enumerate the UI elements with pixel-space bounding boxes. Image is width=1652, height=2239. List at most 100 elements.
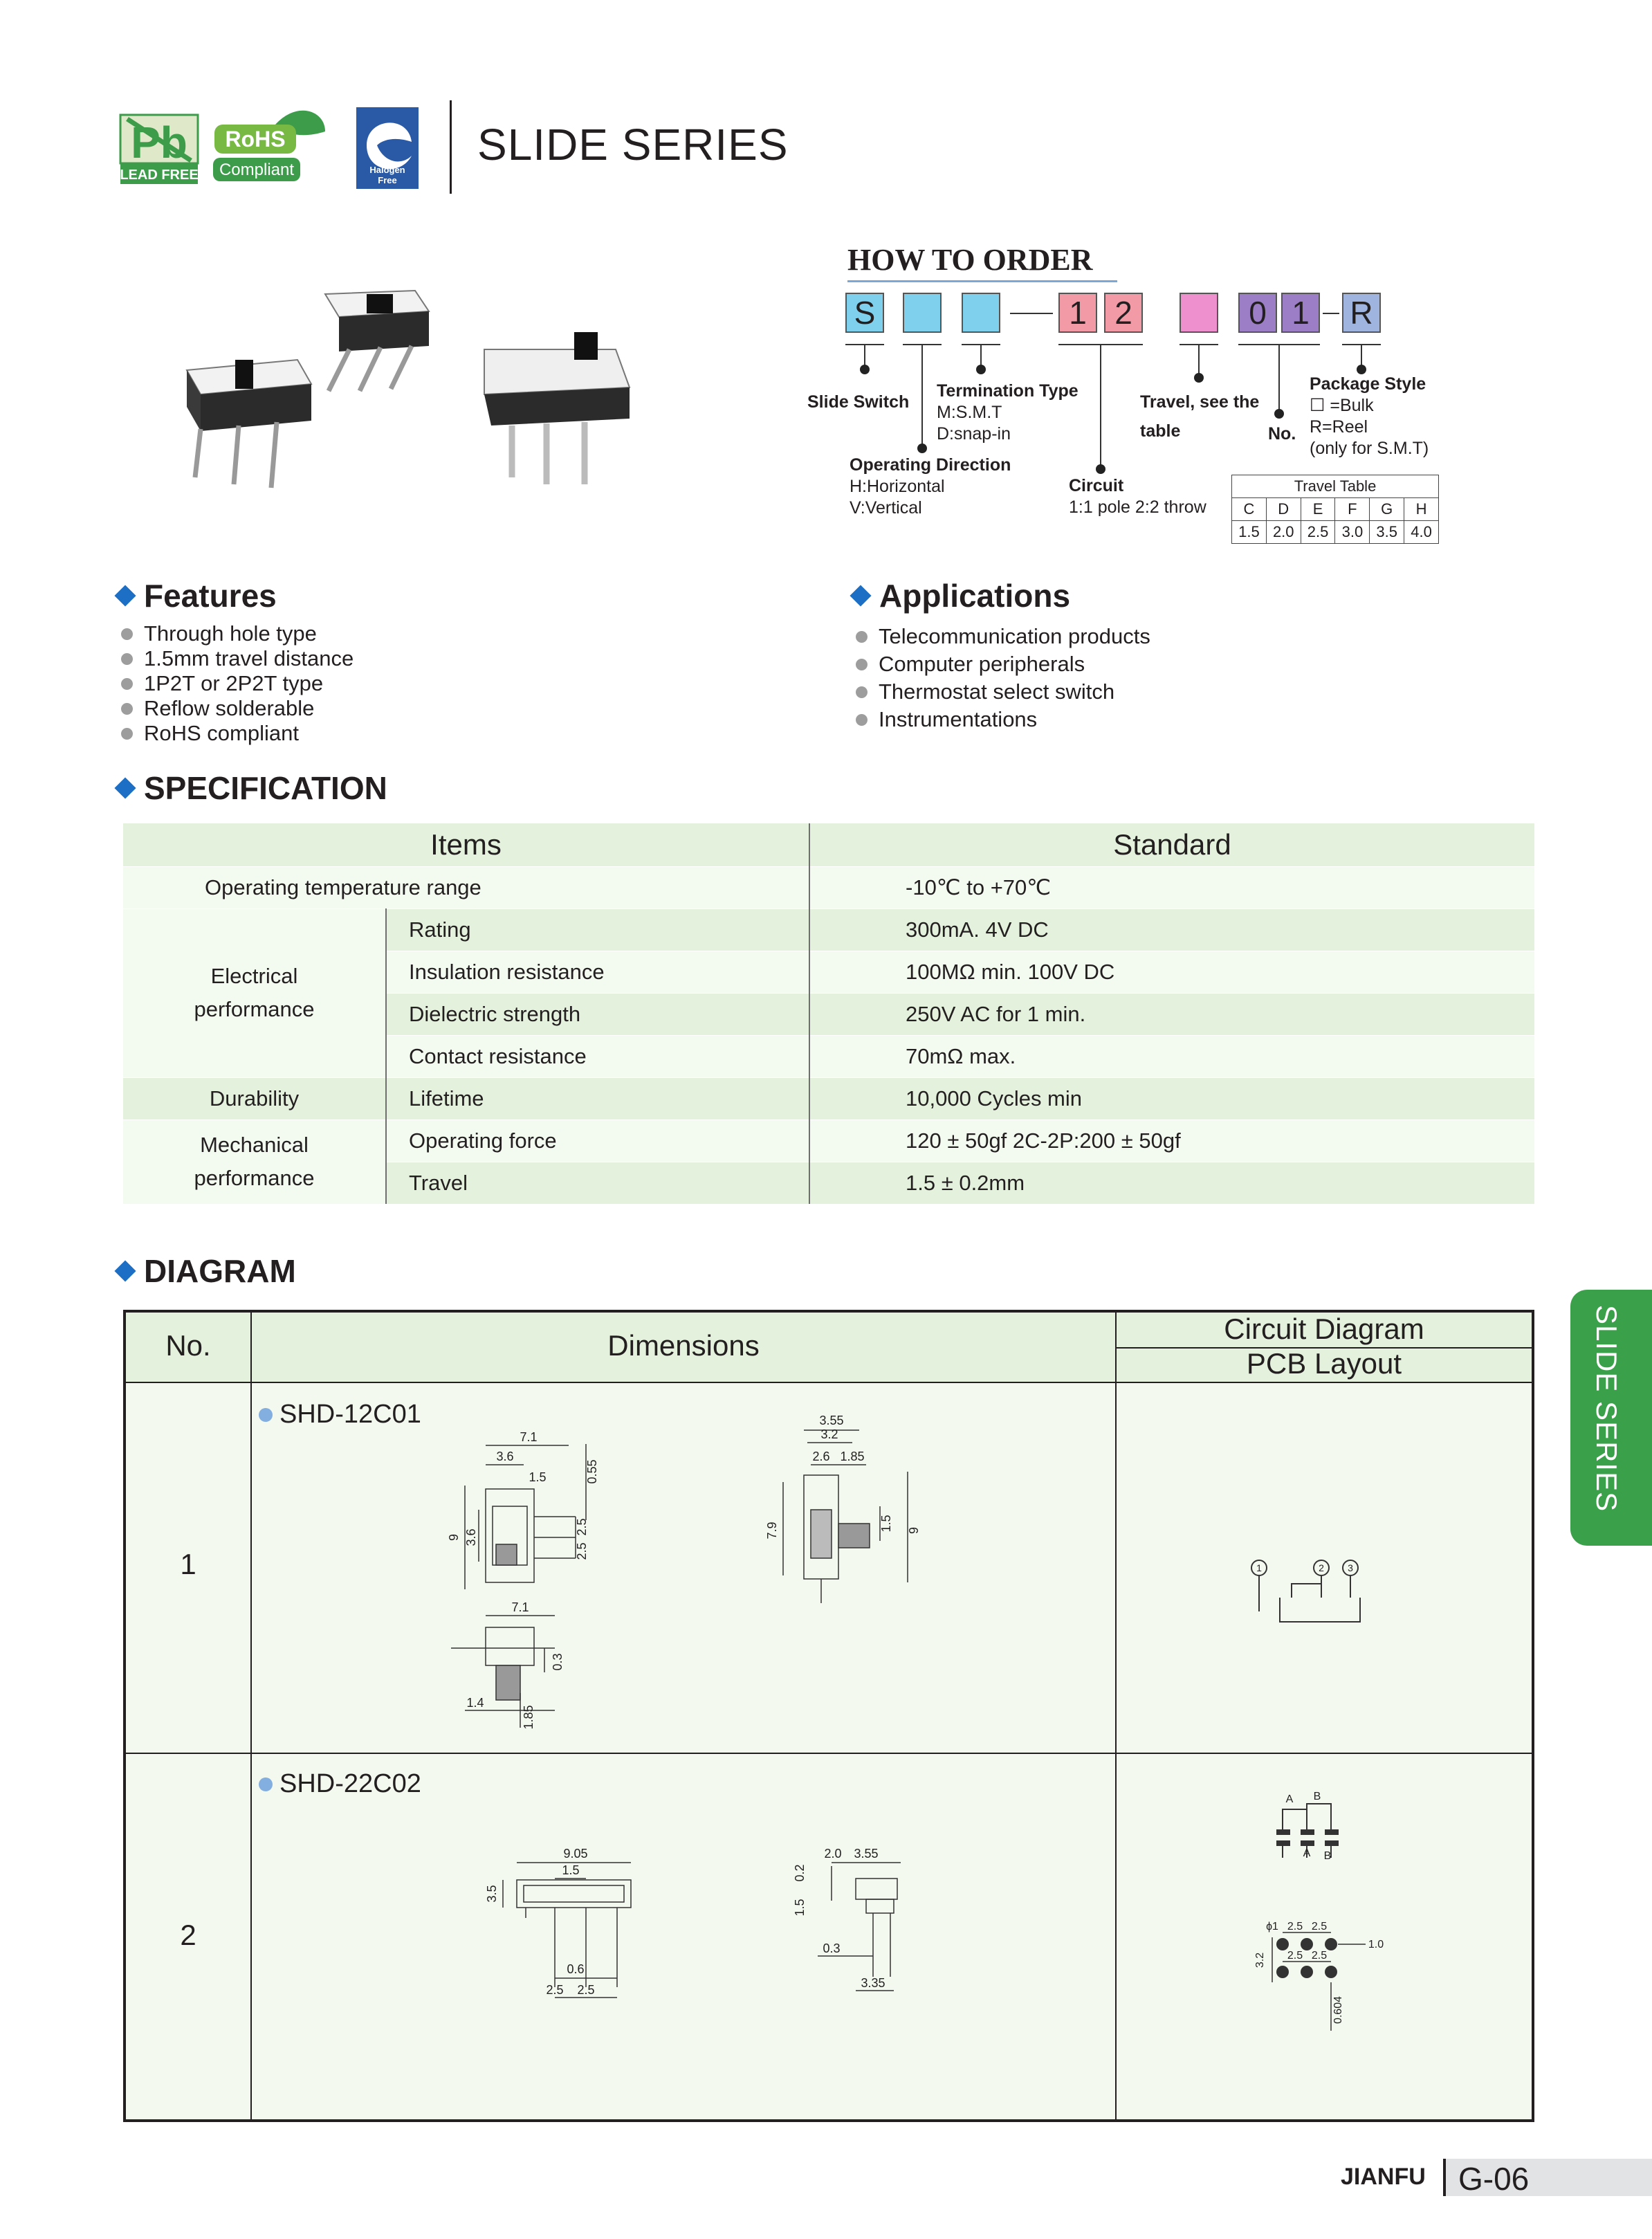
pcb-label: 2.5: [1312, 1921, 1327, 1932]
switch-right: [484, 332, 631, 484]
feature-item: 1P2T or 2P2T type: [121, 671, 354, 696]
electrical-line-2: performance: [194, 997, 315, 1021]
diagram-col-divider: [1115, 1313, 1117, 2119]
pcb-layout-shd-22c02: A B A B ϕ1 2.5 2.5 1.0 3.2 2.5 2.5 0.604: [1254, 1791, 1384, 2031]
order-box-circuit-2: 2: [1104, 293, 1143, 333]
side-tab: SLIDE SERIES: [1570, 1290, 1652, 1546]
termination-snap: D:snap-in: [937, 424, 1011, 444]
footer-brand: JIANFU: [1341, 2164, 1426, 2190]
how-to-order-underline: [847, 280, 1117, 282]
diagram-header-pcb: PCB Layout: [1246, 1347, 1402, 1380]
spec-standard: 70mΩ max.: [809, 1034, 1534, 1077]
switch-middle: [324, 289, 430, 392]
order-dash: [1010, 313, 1053, 314]
package-reel: R=Reel: [1310, 417, 1368, 437]
pin-label: 2: [1319, 1562, 1324, 1573]
label-operating-direction: Operating Direction H:Horizontal V:Verti…: [850, 455, 1011, 519]
travel-code: E: [1300, 497, 1336, 521]
spec-header-row: Items Standard: [123, 823, 1534, 866]
diagram-row-no: 2: [180, 1919, 196, 1951]
spec-item: Rating: [386, 908, 809, 951]
diagram-row-no: 1: [180, 1548, 196, 1580]
application-item: Thermostat select switch: [856, 678, 1150, 706]
termination-title: Termination Type: [937, 381, 1079, 401]
diagram-header-no: No.: [165, 1329, 211, 1362]
circuit-label: A: [1303, 1847, 1311, 1859]
diagram-col-divider: [250, 1313, 252, 2119]
feature-item: Through hole type: [121, 621, 354, 646]
dim-label: 3.5: [485, 1885, 499, 1902]
dim-label: 9.05: [563, 1847, 587, 1861]
mechanical-line-1: Mechanical: [200, 1133, 309, 1158]
spec-header-items: Items: [123, 823, 809, 866]
dim-label: 3.6: [464, 1528, 478, 1546]
package-title: Package Style: [1310, 374, 1426, 394]
dim-label: 2.5: [575, 1518, 589, 1535]
leader-dot-no: [1274, 409, 1284, 419]
dim-label: 7.1: [511, 1600, 529, 1614]
spec-row: Operating temperature range -10℃ to +70℃: [123, 866, 1534, 908]
leader-dot-direction: [917, 444, 927, 453]
travel-code: D: [1265, 497, 1301, 521]
application-item: Instrumentations: [856, 706, 1150, 733]
spec-item: Travel: [386, 1161, 809, 1204]
order-box-direction: [903, 293, 942, 333]
travel-code: C: [1231, 497, 1267, 521]
diamond-bullet-icon: [114, 777, 136, 799]
travel-table-title: Travel Table: [1231, 475, 1439, 498]
dim-label: 0.55: [585, 1459, 599, 1483]
dim-label: 1.5: [529, 1470, 546, 1484]
label-travel: Travel, see the table: [1140, 387, 1259, 446]
how-to-order-title: HOW TO ORDER: [847, 243, 1093, 277]
dim-label: 0.6: [567, 1962, 584, 1976]
dim-label: 9: [907, 1527, 921, 1534]
spec-standard: 250V AC for 1 min.: [809, 992, 1534, 1035]
leader-dot-termination: [976, 365, 986, 374]
spec-row: Contact resistance 70mΩ max.: [123, 1034, 1534, 1077]
free-label: Free: [378, 175, 396, 185]
dim-label: 1.85: [840, 1450, 864, 1463]
dim-label: 2.5: [577, 1983, 594, 1997]
circuit-diagram-shd-12c01: 1 2 3: [1251, 1560, 1361, 1623]
pcb-label: 2.5: [1287, 1950, 1303, 1962]
travel-value: 4.0: [1404, 520, 1439, 544]
diamond-bullet-icon: [114, 1260, 136, 1282]
dim-label: 0.3: [551, 1653, 565, 1670]
label-package: Package Style ☐ =Bulk R=Reel (only for S…: [1310, 374, 1429, 459]
label-no: No.: [1268, 424, 1296, 444]
travel-code: G: [1369, 497, 1405, 521]
package-note: (only for S.M.T): [1310, 439, 1429, 458]
label-circuit: Circuit 1:1 pole 2:2 throw: [1069, 475, 1206, 518]
spec-group-durability: Durability: [123, 1077, 387, 1120]
circuit-label: B: [1324, 1850, 1332, 1862]
travel-line-1: Travel, see the: [1140, 392, 1260, 412]
travel-line-2: table: [1140, 421, 1181, 441]
footer-page-bar: [1443, 2159, 1652, 2196]
features-heading: Features: [114, 577, 277, 614]
pcb-label: 3.2: [1254, 1953, 1266, 1968]
spec-group-mechanical: Mechanical performance: [123, 1119, 387, 1204]
electrical-line-1: Electrical: [210, 964, 298, 988]
spec-item: Lifetime: [386, 1077, 809, 1120]
mechanical-line-2: performance: [194, 1166, 315, 1191]
circuit-title: Circuit: [1069, 476, 1124, 495]
applications-list: Telecommunication products Computer peri…: [856, 623, 1150, 733]
operating-v: V:Vertical: [850, 498, 922, 518]
pcb-label: 0.604: [1332, 1996, 1344, 2024]
dim-label: 0.2: [793, 1864, 807, 1881]
order-box-no-2: 1: [1281, 293, 1320, 333]
halogen-free-logo: Halogen Free: [356, 107, 419, 189]
dim-label: 2.5: [575, 1542, 589, 1560]
spec-item: Dielectric strength: [386, 992, 809, 1035]
diagram-title: DIAGRAM: [144, 1253, 296, 1289]
series-title: SLIDE SERIES: [477, 120, 789, 170]
operating-title: Operating Direction: [850, 455, 1011, 475]
dim-label: 1.85: [522, 1705, 535, 1729]
package-bulk: ☐ =Bulk: [1310, 396, 1374, 415]
spec-standard: 300mA. 4V DC: [809, 908, 1534, 951]
travel-value: 3.5: [1369, 520, 1405, 544]
leader-circuit: [1100, 344, 1101, 468]
spec-row: Travel 1.5 ± 0.2mm: [123, 1161, 1534, 1204]
order-box-package: R: [1342, 293, 1381, 333]
order-box-circuit-1: 1: [1058, 293, 1097, 333]
